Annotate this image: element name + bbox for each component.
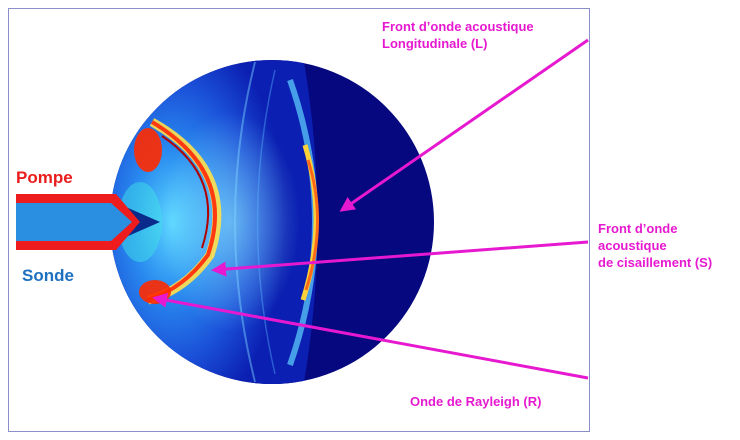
shear-front-label: Front d’onde acoustique de cisaillement … (598, 220, 712, 271)
rayleigh-pointer (152, 292, 589, 380)
probe-label: Sonde (22, 266, 74, 285)
shear-label-line3: de cisaillement (S) (598, 255, 713, 270)
shear-pointer (211, 240, 589, 277)
longitudinal-label-line2: Longitudinale (L) (382, 36, 488, 51)
longitudinal-front-label: Front d’onde acoustique Longitudinale (L… (382, 18, 534, 52)
rayleigh-wave-label: Onde de Rayleigh (R) (410, 394, 542, 409)
pump-label: Pompe (16, 168, 73, 187)
longitudinal-pointer (339, 38, 589, 212)
longitudinal-label-line1: Front d’onde acoustique (382, 19, 534, 34)
shear-label-line2: acoustique (598, 238, 667, 253)
pump-probe-beam (16, 194, 140, 250)
figure-frame (8, 8, 590, 432)
shear-label-line1: Front d’onde (598, 221, 678, 236)
wave-disk (110, 60, 434, 384)
